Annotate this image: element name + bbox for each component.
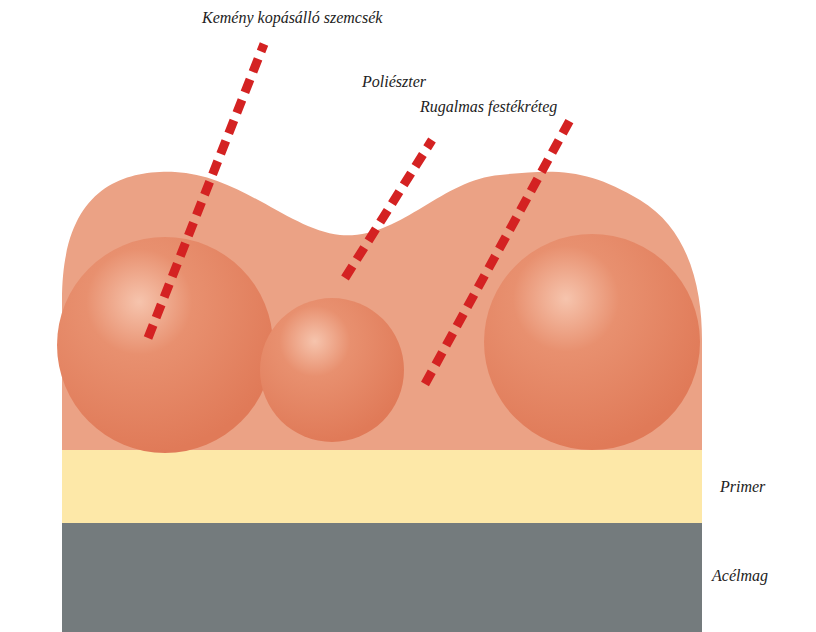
leader-line — [425, 120, 570, 384]
part-label: Kemény kopásálló szemcsék — [202, 8, 382, 27]
polyester-particle — [260, 298, 404, 442]
hard-particle — [484, 234, 700, 450]
part-label: Poliészter — [362, 72, 426, 91]
leader-line — [148, 44, 264, 338]
hard-particle — [57, 237, 273, 453]
part-label: Primer — [720, 477, 765, 496]
part-label: Rugalmas festékréteg — [420, 97, 557, 116]
steel-core — [62, 523, 702, 632]
leader-line — [345, 140, 432, 278]
part-label: Acélmag — [712, 566, 768, 585]
primer-layer — [62, 450, 702, 523]
